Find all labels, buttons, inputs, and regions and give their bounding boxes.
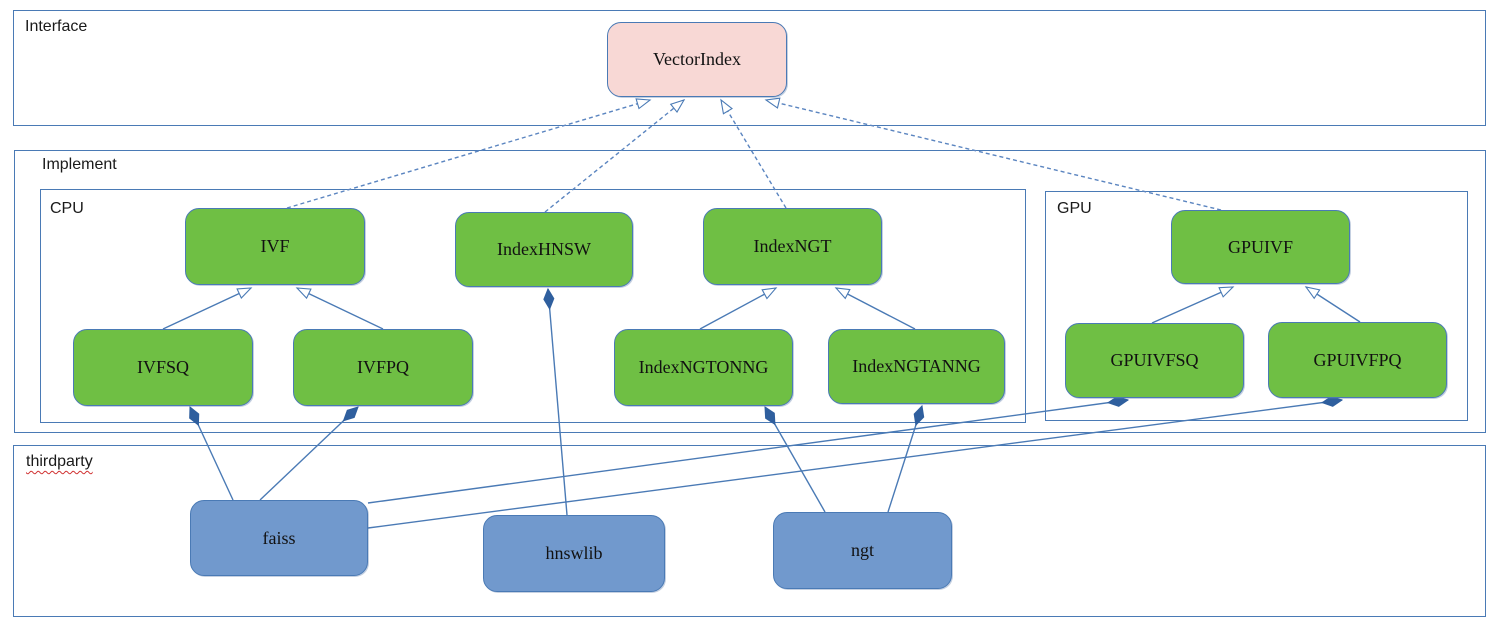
node-indexngtanng: IndexNGTANNG xyxy=(828,329,1005,404)
node-faiss-label: faiss xyxy=(262,527,296,548)
group-gpu-label: GPU xyxy=(1057,200,1092,217)
node-indexngtonng-label: IndexNGTONNG xyxy=(638,357,769,377)
node-indexngtanng-label: IndexNGTANNG xyxy=(852,356,981,376)
node-gpuivf-label: GPUIVF xyxy=(1227,236,1293,257)
node-gpuivfpq: GPUIVFPQ xyxy=(1268,322,1447,398)
node-indexngtonng: IndexNGTONNG xyxy=(614,329,793,406)
node-ivfpq: IVFPQ xyxy=(293,329,473,406)
group-implement-label: Implement xyxy=(42,156,117,173)
node-hnswlib-label: hnswlib xyxy=(545,543,603,563)
node-ngt: ngt xyxy=(773,512,952,589)
node-faiss: faiss xyxy=(190,500,368,576)
node-vectorindex: VectorIndex xyxy=(607,22,787,97)
node-gpuivfsq: GPUIVFSQ xyxy=(1065,323,1244,398)
node-ivfpq-label: IVFPQ xyxy=(356,357,409,377)
group-interface-label: Interface xyxy=(25,18,88,35)
node-ivfsq-label: IVFSQ xyxy=(136,357,189,377)
node-ivfsq: IVFSQ xyxy=(73,329,253,406)
node-gpuivfsq-label: GPUIVFSQ xyxy=(1110,350,1199,370)
node-gpuivf: GPUIVF xyxy=(1171,210,1350,284)
node-ivf: IVF xyxy=(185,208,365,285)
node-indexhnsw-label: IndexHNSW xyxy=(497,239,591,259)
node-ngt-label: ngt xyxy=(850,540,874,560)
node-indexhnsw: IndexHNSW xyxy=(455,212,633,287)
node-gpuivfpq-label: GPUIVFPQ xyxy=(1313,349,1402,370)
node-vectorindex-label: VectorIndex xyxy=(653,49,741,69)
node-ivf-label: IVF xyxy=(260,236,290,256)
node-indexngt-label: IndexNGT xyxy=(753,236,832,256)
node-indexngt: IndexNGT xyxy=(703,208,882,285)
node-hnswlib: hnswlib xyxy=(483,515,665,592)
group-thirdparty-label: thirdparty xyxy=(26,453,93,470)
group-cpu-label: CPU xyxy=(50,200,84,217)
